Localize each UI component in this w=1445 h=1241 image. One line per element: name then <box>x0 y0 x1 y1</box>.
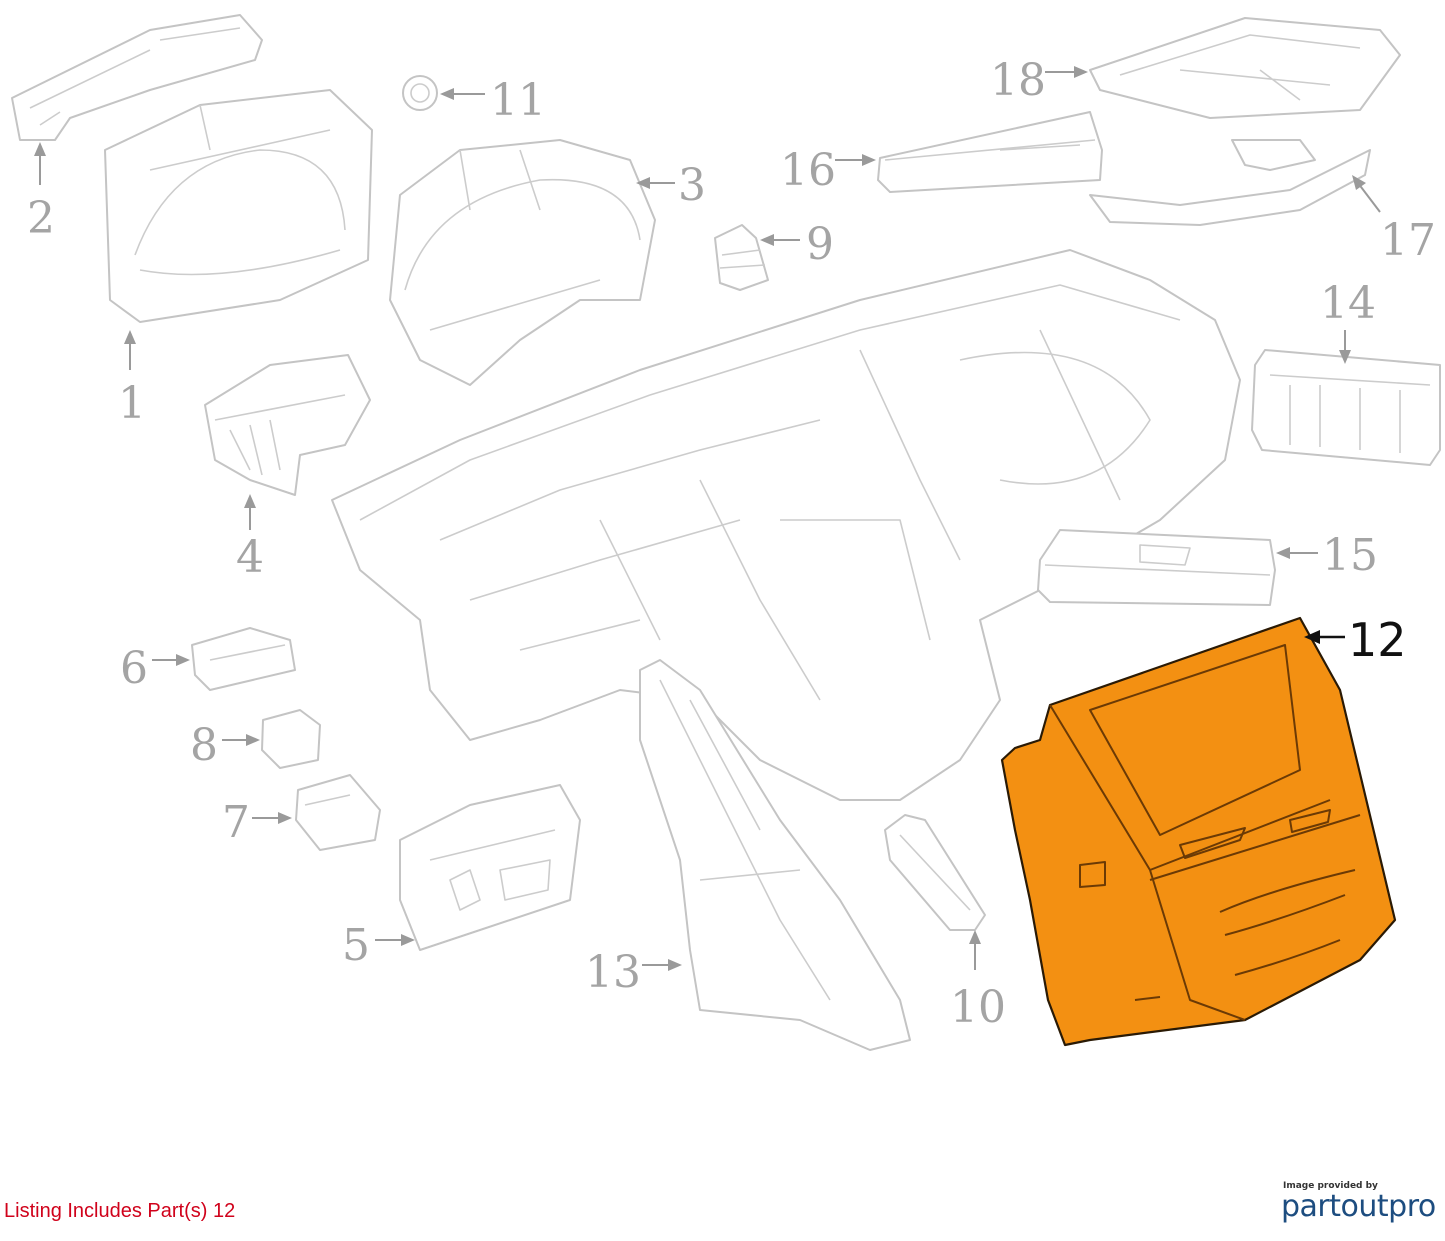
callout-6: 6 <box>120 643 148 694</box>
listing-note: Listing Includes Part(s) 12 <box>4 1200 236 1222</box>
callout-13: 13 <box>585 947 641 998</box>
callout-8: 8 <box>190 720 218 771</box>
callout-5: 5 <box>342 920 370 971</box>
callout-4: 4 <box>236 532 264 583</box>
part-2-bracket <box>11 14 263 141</box>
callout-12: 12 <box>1348 613 1407 667</box>
callout-17: 17 <box>1380 215 1436 266</box>
part-7-switch <box>295 774 381 851</box>
callout-15: 15 <box>1322 530 1378 581</box>
part-13-console-bracket <box>639 659 911 1051</box>
partoutpro-logo: partoutpro <box>1281 1189 1436 1224</box>
callout-7: 7 <box>222 797 250 848</box>
part-10-switch-strip <box>884 814 986 931</box>
callout-10: 10 <box>950 982 1006 1033</box>
callout-2: 2 <box>27 193 55 244</box>
part-18-tray <box>1089 17 1401 119</box>
part-6-switch <box>191 627 296 691</box>
callout-14: 14 <box>1320 278 1376 329</box>
image-credit-caption: Image provided by <box>1283 1181 1378 1191</box>
callout-11: 11 <box>490 75 546 126</box>
callout-9: 9 <box>806 219 834 270</box>
part-14-switch-panel <box>1251 349 1441 466</box>
part-11-grommet <box>402 75 438 111</box>
callout-arrows <box>34 66 1381 971</box>
part-17-trim <box>1089 139 1371 226</box>
part-16-control-module <box>877 111 1103 193</box>
part-9-sensor <box>714 224 769 291</box>
part-3-cluster-housing <box>389 139 656 386</box>
callout-labels: 1 2 3 4 5 6 7 8 9 10 11 12 13 14 15 16 1… <box>27 55 1436 1033</box>
instrument-panel-frame <box>331 249 1241 801</box>
part-5-vent-panel <box>399 784 581 951</box>
callout-16: 16 <box>780 145 836 196</box>
callout-18: 18 <box>990 55 1046 106</box>
part-15-radio-module <box>1037 529 1276 606</box>
part-4-module <box>204 354 371 496</box>
part-1-instrument-cluster <box>104 89 373 323</box>
callout-3: 3 <box>678 160 706 211</box>
part-12-display-unit <box>1000 616 1397 1047</box>
part-8-switch <box>261 709 321 769</box>
callout-1: 1 <box>118 378 146 429</box>
